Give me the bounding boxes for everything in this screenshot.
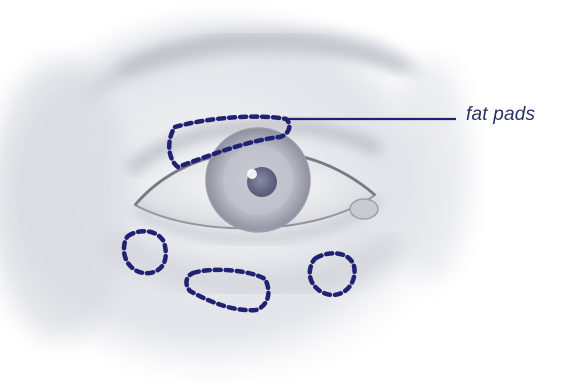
eye-highlight bbox=[247, 169, 257, 179]
fat-pads-label: fat pads bbox=[466, 104, 535, 126]
inner-corner bbox=[350, 199, 378, 219]
